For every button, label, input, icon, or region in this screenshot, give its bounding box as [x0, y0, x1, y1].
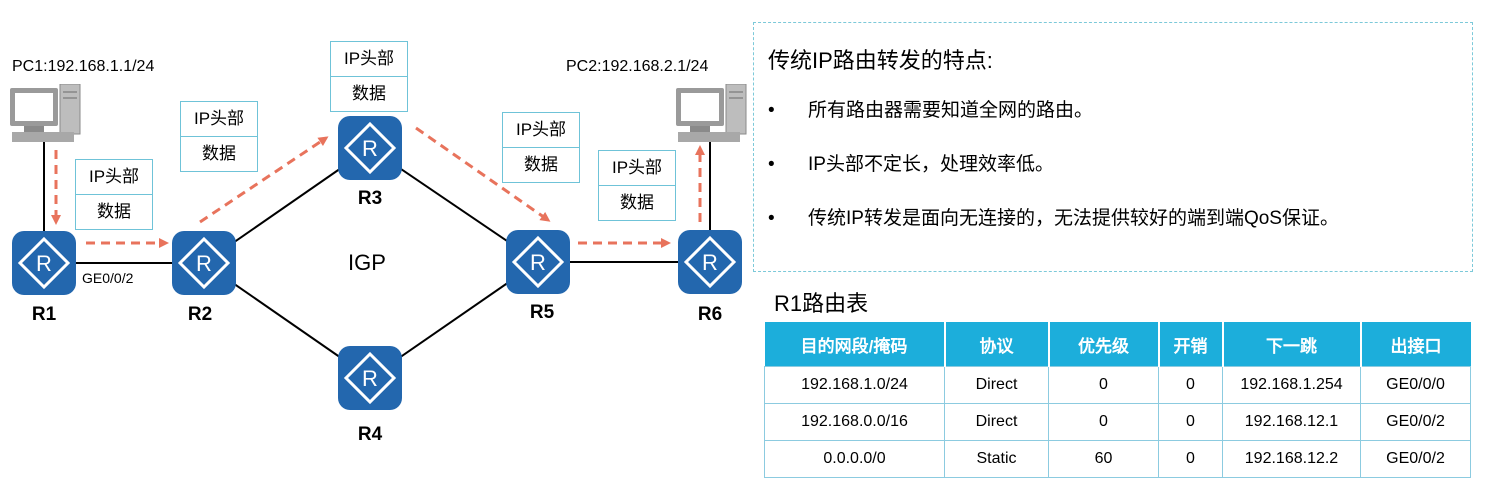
packet-payload: 数据 — [76, 194, 152, 229]
router-r4-glyph: R — [362, 366, 378, 391]
header-next-hop: 下一跳 — [1221, 322, 1361, 367]
table-row: 192.168.1.0/24 Direct 0 0 192.168.1.254 … — [764, 366, 1471, 404]
characteristic-text: 传统IP转发是面向无连接的，无法提供较好的端到端QoS保证。 — [808, 208, 1339, 229]
characteristic-item: • IP头部不定长，处理效率低。 — [768, 155, 1339, 209]
router-r6-glyph: R — [702, 250, 718, 275]
router-r4-icon: R — [338, 346, 402, 410]
packet-r3: IP头部 数据 — [330, 41, 408, 112]
table-row: 192.168.0.0/16 Direct 0 0 192.168.12.1 G… — [764, 403, 1471, 441]
packet-header: IP头部 — [611, 158, 663, 177]
characteristic-item: • 所有路由器需要知道全网的路由。 — [768, 101, 1339, 155]
router-r3-glyph: R — [362, 136, 378, 161]
cell-protocol: Direct — [944, 403, 1049, 441]
cell-destination: 192.168.0.0/16 — [764, 403, 945, 441]
cell-preference: 0 — [1048, 366, 1159, 404]
bullet-icon: • — [768, 100, 775, 121]
router-r4-name: R4 — [357, 424, 383, 445]
cell-next-hop: 192.168.12.1 — [1222, 403, 1361, 441]
routing-table: 目的网段/掩码 协议 优先级 开销 下一跳 出接口 192.168.1.0/24… — [764, 322, 1471, 478]
flow-arrow-r3-r5 — [415, 126, 551, 222]
router-r3-name: R3 — [357, 188, 383, 209]
header-preference: 优先级 — [1047, 322, 1159, 367]
packet-r2: IP头部 数据 — [180, 101, 258, 172]
cell-destination: 192.168.1.0/24 — [764, 366, 945, 404]
header-interface: 出接口 — [1359, 322, 1471, 367]
header-protocol: 协议 — [943, 322, 1049, 367]
packet-header: IP头部 — [343, 49, 395, 68]
packet-pc1-r1: IP头部 数据 — [75, 159, 153, 230]
cell-cost: 0 — [1158, 440, 1223, 478]
cell-interface: GE0/0/2 — [1360, 403, 1471, 441]
cell-next-hop: 192.168.12.2 — [1222, 440, 1361, 478]
pc2-computer-icon — [676, 83, 748, 146]
cell-next-hop: 192.168.1.254 — [1222, 366, 1361, 404]
packet-header: IP头部 — [88, 167, 140, 186]
packet-r3-r5: IP头部 数据 — [502, 112, 580, 183]
router-r5-icon: R — [506, 230, 570, 294]
table-header-row: 目的网段/掩码 协议 优先级 开销 下一跳 出接口 — [764, 322, 1471, 367]
characteristic-text: IP头部不定长，处理效率低。 — [808, 154, 1054, 175]
router-r2-glyph: R — [196, 251, 212, 276]
pc1-label: PC1:192.168.1.1/24 — [12, 58, 155, 75]
cell-protocol: Static — [944, 440, 1049, 478]
router-r5-glyph: R — [530, 250, 546, 275]
cell-interface: GE0/0/0 — [1360, 366, 1471, 404]
router-r2-name: R2 — [187, 304, 213, 325]
router-r1-name: R1 — [31, 304, 57, 325]
cell-protocol: Direct — [944, 366, 1049, 404]
cell-interface: GE0/0/2 — [1360, 440, 1471, 478]
router-r3-icon: R — [338, 116, 402, 180]
header-cost: 开销 — [1157, 322, 1223, 367]
characteristics-panel: 传统IP路由转发的特点: • 所有路由器需要知道全网的路由。 • IP头部不定长，处… — [753, 22, 1473, 272]
routing-table-title: R1路由表 — [774, 291, 869, 316]
pc2-label: PC2:192.168.2.1/24 — [566, 58, 709, 75]
router-r2-icon: R — [172, 231, 236, 295]
cell-cost: 0 — [1158, 403, 1223, 441]
router-r6-name: R6 — [697, 304, 723, 325]
cell-destination: 0.0.0.0/0 — [764, 440, 945, 478]
packet-payload: 数据 — [503, 147, 579, 182]
router-r5-name: R5 — [529, 302, 555, 323]
packet-payload: 数据 — [599, 185, 675, 220]
characteristics-title: 传统IP路由转发的特点: — [768, 48, 993, 73]
flow-arrow-r2-r3 — [199, 136, 329, 224]
router-r1-icon: R — [12, 231, 76, 295]
characteristic-text: 所有路由器需要知道全网的路由。 — [808, 100, 1094, 121]
cell-preference: 0 — [1048, 403, 1159, 441]
characteristic-item: • 传统IP转发是面向无连接的，无法提供较好的端到端QoS保证。 — [768, 209, 1339, 263]
igp-label: IGP — [348, 250, 386, 275]
cell-cost: 0 — [1158, 366, 1223, 404]
packet-payload: 数据 — [331, 76, 407, 111]
router-r1-glyph: R — [36, 251, 52, 276]
cell-preference: 60 — [1048, 440, 1159, 478]
packet-r5-r6: IP头部 数据 — [598, 150, 676, 221]
header-destination: 目的网段/掩码 — [764, 322, 945, 367]
pc1-computer-icon — [10, 83, 82, 146]
router-r6-icon: R — [678, 230, 742, 294]
packet-header: IP头部 — [193, 109, 245, 128]
bullet-icon: • — [768, 208, 775, 229]
table-row: 0.0.0.0/0 Static 60 0 192.168.12.2 GE0/0… — [764, 440, 1471, 478]
characteristics-list: • 所有路由器需要知道全网的路由。 • IP头部不定长，处理效率低。 • 传统IP转发… — [768, 101, 1339, 263]
bullet-icon: • — [768, 154, 775, 175]
packet-payload: 数据 — [181, 136, 257, 171]
packet-header: IP头部 — [515, 120, 567, 139]
port-label-r1-ge002: GE0/0/2 — [82, 270, 134, 286]
